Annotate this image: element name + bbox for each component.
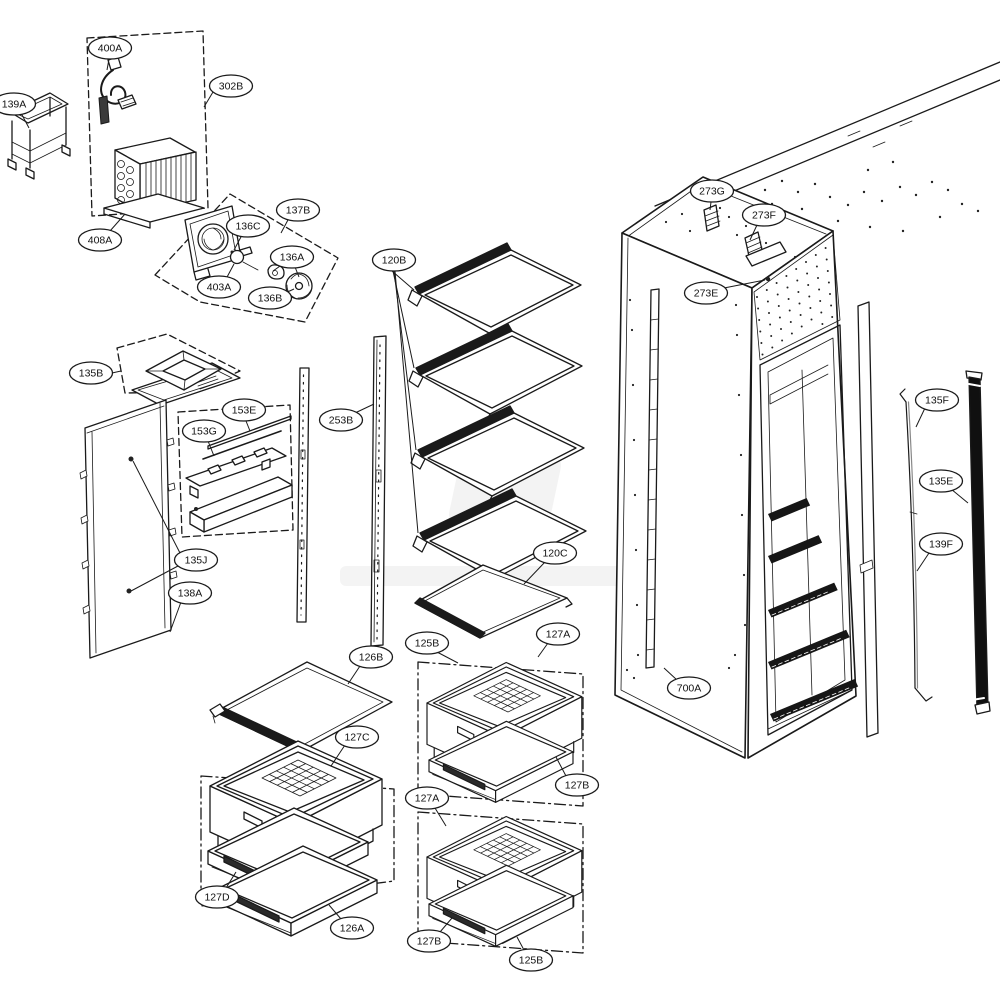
part-label: 408A [88,235,113,247]
part-callout-135J[interactable]: 135J [130,460,219,592]
shelf-120c [414,564,573,639]
rails-253b [296,335,387,647]
part-label: 153G [191,426,217,438]
part-label: 139F [929,539,953,551]
part-label: 127B [565,780,590,792]
perforation-dots [756,247,834,356]
part-label: 138A [178,588,203,600]
part-callout-135F[interactable]: 135F [914,388,960,428]
part-label: 135F [925,395,949,407]
fan-shroud-136c [184,205,242,281]
part-label: 127A [546,629,571,641]
part-callout-138A[interactable]: 138A [167,581,213,633]
duct-assembly-135b [116,333,241,406]
part-label: 135E [929,476,954,488]
part-label: 403A [207,282,232,294]
parts-273 [703,204,787,282]
part-label: 125B [415,638,440,650]
part-label: 136B [258,293,283,305]
part-callout-408A[interactable]: 408A [77,213,126,252]
bracket-139a [7,92,71,180]
part-callout-120C[interactable]: 120C [523,541,578,585]
part-label: 127A [415,793,440,805]
part-callout-302B[interactable]: 302B [203,74,254,108]
shelves-120b [407,242,587,592]
part-callout-126B[interactable]: 126B [347,645,394,685]
part-label: 126A [340,923,365,935]
part-label: 137B [286,205,311,217]
callout-layer: 139A 400A 302B 408A 136C 137B 403A 136A 136B 135B… [0,36,969,972]
drawer-stack-bottom [417,811,584,954]
part-label: 273E [694,288,719,300]
part-label: 135B [79,368,104,380]
part-callout-137B[interactable]: 137B [275,198,321,234]
part-label: 135J [185,555,208,567]
part-label: 700A [677,683,702,695]
part-label: 120B [382,255,407,267]
drawer-stack-left [200,740,395,937]
part-callout-273F[interactable]: 273F [741,203,787,241]
right-flange [857,301,879,738]
part-label: 153E [232,405,257,417]
part-callout-153E[interactable]: 153E [221,398,267,432]
part-label: 127B [417,936,442,948]
cabinet-700a [614,176,879,759]
artwork [7,30,1000,954]
part-callout-273G[interactable]: 273G [689,179,735,211]
part-callout-127A[interactable]: 127A [404,786,450,827]
part-label: 125B [519,955,544,967]
part-label: 253B [329,415,354,427]
part-label: 273G [699,186,725,198]
motor-mount-136a [267,264,285,280]
part-label: 127C [344,732,370,744]
part-callout-127D[interactable]: 127D [194,871,240,909]
part-callout-126A[interactable]: 126A [328,904,375,940]
fan-blade-136b [285,272,313,300]
part-callout-127A[interactable]: 127A [535,622,581,658]
part-label: 136A [280,252,305,264]
part-callout-127B[interactable]: 127B [554,756,600,797]
part-label: 400A [98,43,123,55]
part-callout-136B[interactable]: 136B [247,286,295,310]
door-opening [759,324,859,736]
part-label: 127D [204,892,230,904]
part-callout-273E[interactable]: 273E [683,279,766,305]
part-callout-400A[interactable]: 400A [87,36,133,71]
part-callout-127B[interactable]: 127B [406,917,453,953]
divider-panel-135j [79,399,178,659]
assembly-302b [86,30,209,229]
slide-rails [768,498,859,722]
part-callout-153G[interactable]: 153G [181,419,227,457]
trim-bar-135e [965,370,991,715]
evaporator-408a [103,137,205,229]
mullion-rail-700a [645,288,660,669]
part-callout-139A[interactable]: 139A [0,92,37,129]
part-callout-120B[interactable]: 120B [371,248,419,534]
part-callout-139F[interactable]: 139F [916,532,964,572]
part-callout-136C[interactable]: 136C [225,214,271,251]
wire-rod-135f [899,388,933,702]
part-callout-127C[interactable]: 127C [330,725,380,767]
rail-assembly-153 [177,404,294,538]
part-callout-253B[interactable]: 253B [318,403,375,432]
part-callout-700A[interactable]: 700A [663,667,712,700]
drawer-stack-middle [417,661,584,807]
part-callout-136A[interactable]: 136A [269,245,315,278]
part-label: 139A [2,99,27,111]
part-label: 302B [219,81,244,93]
part-callout-125B[interactable]: 125B [508,936,554,972]
part-label: 120C [542,548,568,560]
part-label: 126B [359,652,384,664]
fan-motor-403a [229,246,259,271]
part-callout-135E[interactable]: 135E [918,469,969,504]
part-callout-403A[interactable]: 403A [196,263,242,299]
part-callout-125B[interactable]: 125B [404,631,459,664]
wire-harness-400a [98,56,137,125]
part-label: 273F [752,210,776,222]
cover-126b [209,661,393,753]
part-label: 136C [235,221,261,233]
part-callout-135B[interactable]: 135B [68,361,122,385]
